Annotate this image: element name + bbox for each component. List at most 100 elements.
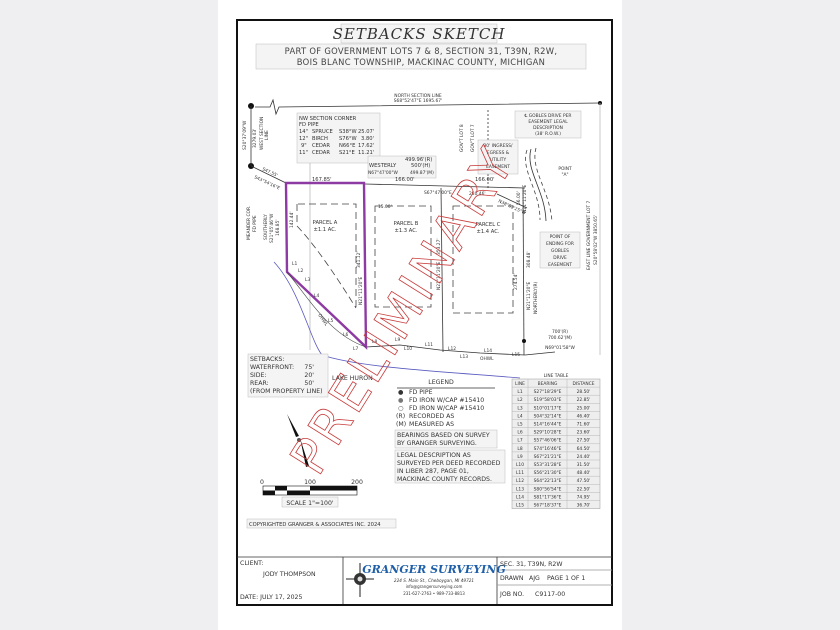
- ending-line-2: ENDING FOR: [546, 241, 574, 247]
- parcel-a-area: ±1.1 AC.: [314, 227, 337, 233]
- southerly-bearing: S21°05'46"W: [269, 213, 275, 243]
- line-table-cell: S57°46'06"E: [534, 438, 562, 444]
- line-table-cell: S56°21'30"E: [534, 470, 562, 476]
- setback-value: 20': [304, 372, 314, 379]
- point-a-label: POINT: [558, 166, 572, 172]
- north-line-bearing: S67°47'00"E: [424, 190, 452, 196]
- line-label: L11: [425, 342, 433, 348]
- setback-value: 50': [304, 380, 314, 387]
- south-bearing: N69°01'58"W: [545, 345, 575, 351]
- line-table-cell: L11: [516, 470, 524, 476]
- line-table-cell: L4: [517, 413, 522, 419]
- line-label: L15: [512, 352, 520, 358]
- gobles-line-2: EASEMENT LEGAL: [528, 119, 568, 125]
- setback-parcel-c: [452, 205, 514, 314]
- ending-line-4: DRIVE: [553, 255, 567, 261]
- northerly-label: NORTHERLY(R): [533, 281, 539, 314]
- southerly-distance: 168.85': [275, 219, 281, 236]
- line-table-cell: L7: [517, 438, 522, 444]
- parcel-a-east-distance: 341.12': [356, 251, 362, 268]
- gobles-box: [514, 110, 582, 139]
- title-box: [340, 23, 498, 44]
- westerly-recorded: 499.96'(R): [405, 157, 432, 163]
- tie-distance: S47.55': [261, 166, 279, 178]
- east-bearing: N21°11'20"E: [526, 282, 532, 310]
- legal-note-box: [394, 449, 506, 484]
- line-table-cell: 25.00': [577, 405, 591, 411]
- setback-parcel-a-water: [296, 225, 357, 309]
- west-line-label-2: LINE: [264, 130, 270, 140]
- scale-label: SCALE 1"=100': [286, 500, 334, 507]
- west-line-bearing: S20°37'09"W: [242, 120, 248, 150]
- scale-tick: 100: [304, 479, 316, 486]
- meander-tie-line: [250, 165, 287, 184]
- westerly-label: WESTERLY: [369, 163, 397, 169]
- line-label: L7: [353, 346, 358, 352]
- tree-species: SPRUCE: [312, 129, 333, 135]
- easement-line-3: UTILITY: [490, 157, 507, 163]
- small-bearing: N21°11'20"E: [522, 185, 528, 213]
- southerly-label: SOUTHERLY: [263, 214, 269, 240]
- bearings-note-line: BEARINGS BASED ON SURVEY: [397, 432, 490, 439]
- bearings-note-line: BY GRANGER SURVEYING.: [397, 440, 477, 447]
- company-address: 224 S. Main St., Cheboygan, MI 49721: [394, 578, 474, 583]
- line-table-cell: S19°58'03"E: [534, 397, 562, 403]
- tree-species: CEDAR: [312, 150, 330, 156]
- govt-lot-8-label: GOV'T LOT 8: [459, 124, 465, 152]
- ending-line-3: GOBLES: [551, 248, 569, 254]
- easement-line-4: EASEMENT: [486, 164, 510, 170]
- setback-label: WATERFRONT:: [250, 364, 294, 371]
- subtitle-line-1: PART OF GOVERNMENT LOTS 7 & 8, SECTION 3…: [285, 46, 558, 56]
- line-label: L4: [314, 293, 319, 299]
- govt-lot-7-label: GOV'T LOT 7: [470, 124, 476, 152]
- gobles-drive-centerline: [529, 148, 547, 222]
- line-table-cell: L2: [517, 397, 522, 403]
- parcel-b-c-line: [440, 187, 444, 353]
- parcel-b-east-distance: 353.27': [436, 238, 442, 255]
- subtitle-line-2: BOIS BLANC TOWNSHIP, MACKINAC COUNTY, MI…: [297, 57, 545, 67]
- parcel-c-area: ±1.4 AC.: [477, 229, 500, 235]
- nw-corner-subtitle: FD PIPE: [299, 122, 319, 128]
- line-table-cell: 46.40': [577, 413, 591, 419]
- gobles-line-1: ℄ GOBLES DRIVE PER: [525, 113, 572, 119]
- line-table-cell: 28.50': [577, 389, 591, 395]
- tree-size: 9": [301, 143, 307, 149]
- line-table-title: LINE TABLE: [544, 373, 569, 379]
- line-table-cell: 27.50': [577, 438, 591, 444]
- east-line-label: EAST LINE GOVERNMENT LOT 7: [586, 201, 592, 270]
- line-label: L8: [372, 339, 377, 345]
- line-table-cell: 48.40': [577, 470, 591, 476]
- easement-box: [477, 139, 519, 175]
- parcel-c-top-distance: 166.00': [475, 177, 495, 183]
- line-table-cell: 24.40': [577, 454, 591, 460]
- gobles-drive-edge-1: [525, 149, 541, 221]
- company-email: info@grangersurveying.com: [406, 584, 463, 589]
- scale-tick: 0: [260, 479, 264, 486]
- nw-corner-title: NW SECTION CORNER: [299, 116, 357, 122]
- line-table-cell: L12: [516, 478, 524, 484]
- page-title: SETBACKS SKETCH: [333, 25, 506, 43]
- west-line-label-1: WEST SECTION: [259, 117, 265, 150]
- line-table-cell: 47.50': [577, 478, 591, 484]
- shore-lot-line: [365, 344, 526, 356]
- line-table-cell: 22.50': [577, 486, 591, 492]
- line-table-cell: L13: [516, 486, 524, 492]
- line-table-cell: S29°10'28"E: [534, 430, 562, 436]
- line-table-cell: S64°22'13"E: [534, 478, 562, 484]
- line-table-cell: L14: [516, 494, 524, 500]
- fd-iron-symbol: ●: [398, 397, 404, 404]
- line-table-cell: 36.70': [577, 503, 591, 509]
- setback-parcel-b: [374, 205, 432, 308]
- east-property-line: [522, 187, 525, 356]
- line-table-cell: L3: [517, 405, 522, 411]
- easement-diagonal: [496, 193, 528, 209]
- date-text: DATE: JULY 17, 2025: [240, 594, 302, 601]
- tree-species: BIRCH: [312, 136, 328, 142]
- north-property-line: [364, 183, 526, 189]
- line-table-header: BEARING: [538, 381, 558, 387]
- compass-logo-icon: [346, 563, 374, 597]
- legend-label: FD PIPE: [409, 389, 433, 396]
- tree-bearing: N66°E: [339, 143, 355, 149]
